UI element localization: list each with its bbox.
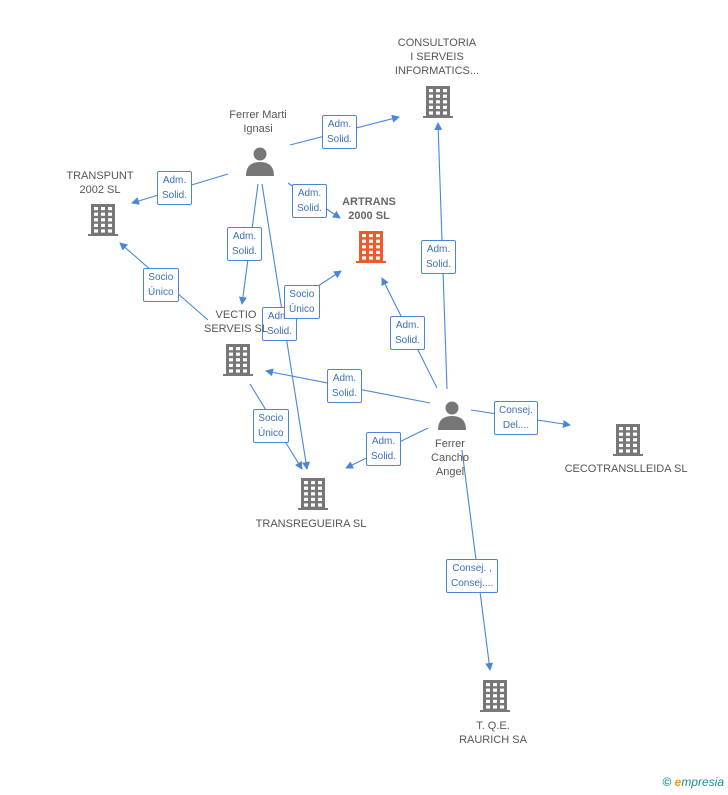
edge-label-line: Socio bbox=[289, 289, 315, 300]
node-label-line: I SERVEIS bbox=[410, 51, 464, 63]
edge-label-line: Adm. bbox=[327, 119, 352, 130]
artrans-label[interactable]: ARTRANS 2000 SL bbox=[324, 195, 414, 223]
node-label-line: Ferrer bbox=[435, 438, 465, 450]
edge-label-line: Solid. bbox=[267, 326, 293, 337]
edge-label-e13[interactable]: Consej. Del.... bbox=[494, 401, 538, 435]
edge-label-line: Socio bbox=[148, 272, 174, 283]
cecotrans-label[interactable]: CECOTRANSLLEIDA SL bbox=[561, 462, 691, 476]
edge-label-e3[interactable]: Adm. Solid. bbox=[292, 184, 328, 218]
transregueira-building-icon[interactable] bbox=[298, 478, 328, 510]
consultoria-label[interactable]: CONSULTORIA I SERVEIS INFORMATICS... bbox=[382, 36, 492, 78]
consultoria-building-icon[interactable] bbox=[423, 86, 453, 118]
node-label-line: T. Q.E. bbox=[476, 720, 510, 732]
edge-label-line: Consej. bbox=[499, 405, 533, 416]
edge-label-line: Adm. bbox=[395, 320, 420, 331]
node-label-line: VECTIO bbox=[215, 309, 257, 321]
edge-label-line: Solid. bbox=[327, 134, 353, 145]
edge-label-line: Adm. bbox=[371, 436, 396, 447]
ferrer-cancho-person-icon[interactable] bbox=[438, 401, 466, 431]
brand-name: mpresia bbox=[681, 775, 724, 789]
edge-label-line: Adm. bbox=[426, 244, 451, 255]
vectio-label[interactable]: VECTIO SERVEIS SL bbox=[191, 308, 281, 336]
edge-label-line: Solid. bbox=[232, 246, 258, 257]
empresia-brand[interactable]: © empresia bbox=[662, 775, 724, 789]
edge-label-line: Socio bbox=[258, 413, 284, 424]
node-label-line: ARTRANS bbox=[342, 196, 396, 208]
edge-label-line: Adm. bbox=[232, 231, 257, 242]
node-label-line: TRANSPUNT bbox=[66, 170, 134, 182]
edge-label-e2[interactable]: Adm. Solid. bbox=[157, 171, 193, 205]
edge-label-e9[interactable]: Adm. Solid. bbox=[421, 240, 457, 274]
node-label-line: INFORMATICS... bbox=[394, 65, 480, 77]
edge-label-e14[interactable]: Consej. , Consej.... bbox=[446, 559, 499, 593]
cecotrans-building-icon[interactable] bbox=[613, 424, 643, 456]
copyright-symbol: © bbox=[662, 775, 672, 789]
node-label-line: 2000 SL bbox=[348, 210, 390, 222]
transpunt-building-icon[interactable] bbox=[88, 204, 118, 236]
edge-label-line: Solid. bbox=[371, 451, 397, 462]
tqe-building-icon[interactable] bbox=[480, 680, 510, 712]
node-label-line: CONSULTORIA bbox=[397, 37, 477, 49]
edge-label-line: Adm. bbox=[267, 311, 292, 322]
edge-label-e1[interactable]: Adm. Solid. bbox=[322, 115, 358, 149]
node-label-line: RAURICH SA bbox=[459, 734, 527, 746]
edge-label-line: Del.... bbox=[502, 420, 530, 431]
edge-label-line: Solid. bbox=[426, 259, 452, 270]
edge-label-line: Adm. bbox=[332, 373, 357, 384]
node-label-line: CECOTRANSLLEIDA SL bbox=[564, 463, 688, 475]
transregueira-label[interactable]: TRANSREGUEIRA SL bbox=[246, 517, 376, 531]
edge-label-e4[interactable]: Adm. Solid. bbox=[227, 227, 263, 261]
node-label-line: 2002 SL bbox=[79, 184, 121, 196]
edge-label-line: Solid. bbox=[332, 388, 358, 399]
edge-label-line: Único bbox=[148, 287, 174, 298]
node-label-line: Ferrer Marti bbox=[229, 109, 287, 121]
edge-label-e12[interactable]: Adm. Solid. bbox=[366, 432, 402, 466]
node-label-line: TRANSREGUEIRA SL bbox=[255, 518, 367, 530]
edge-label-line: Consej.... bbox=[451, 578, 494, 589]
vectio-building-icon[interactable] bbox=[223, 344, 253, 376]
edge-label-line: Consej. , bbox=[452, 563, 492, 574]
edge-label-e10[interactable]: Adm. Solid. bbox=[390, 316, 426, 350]
tqe-label[interactable]: T. Q.E. RAURICH SA bbox=[443, 719, 543, 747]
edge-label-line: Adm. bbox=[297, 188, 322, 199]
ferrer-marti-person-icon[interactable] bbox=[246, 147, 274, 177]
transpunt-label[interactable]: TRANSPUNT 2002 SL bbox=[55, 169, 145, 197]
edge-label-line: Único bbox=[289, 304, 315, 315]
node-label-line: Cancho bbox=[431, 452, 469, 464]
node-label-line: Ignasi bbox=[243, 123, 273, 135]
edge-label-line: Solid. bbox=[395, 335, 421, 346]
edge-label-line: Adm. bbox=[162, 175, 187, 186]
node-label-line: Angel bbox=[435, 466, 465, 478]
edge-label-line: Único bbox=[258, 428, 284, 439]
edge-label-line: Solid. bbox=[162, 190, 188, 201]
edge-label-line: Solid. bbox=[297, 203, 323, 214]
node-label-line: SERVEIS SL bbox=[204, 323, 268, 335]
artrans-building-icon[interactable] bbox=[356, 231, 386, 263]
brand-e: e bbox=[674, 775, 682, 789]
edge-label-e11[interactable]: Adm. Solid. bbox=[327, 369, 363, 403]
